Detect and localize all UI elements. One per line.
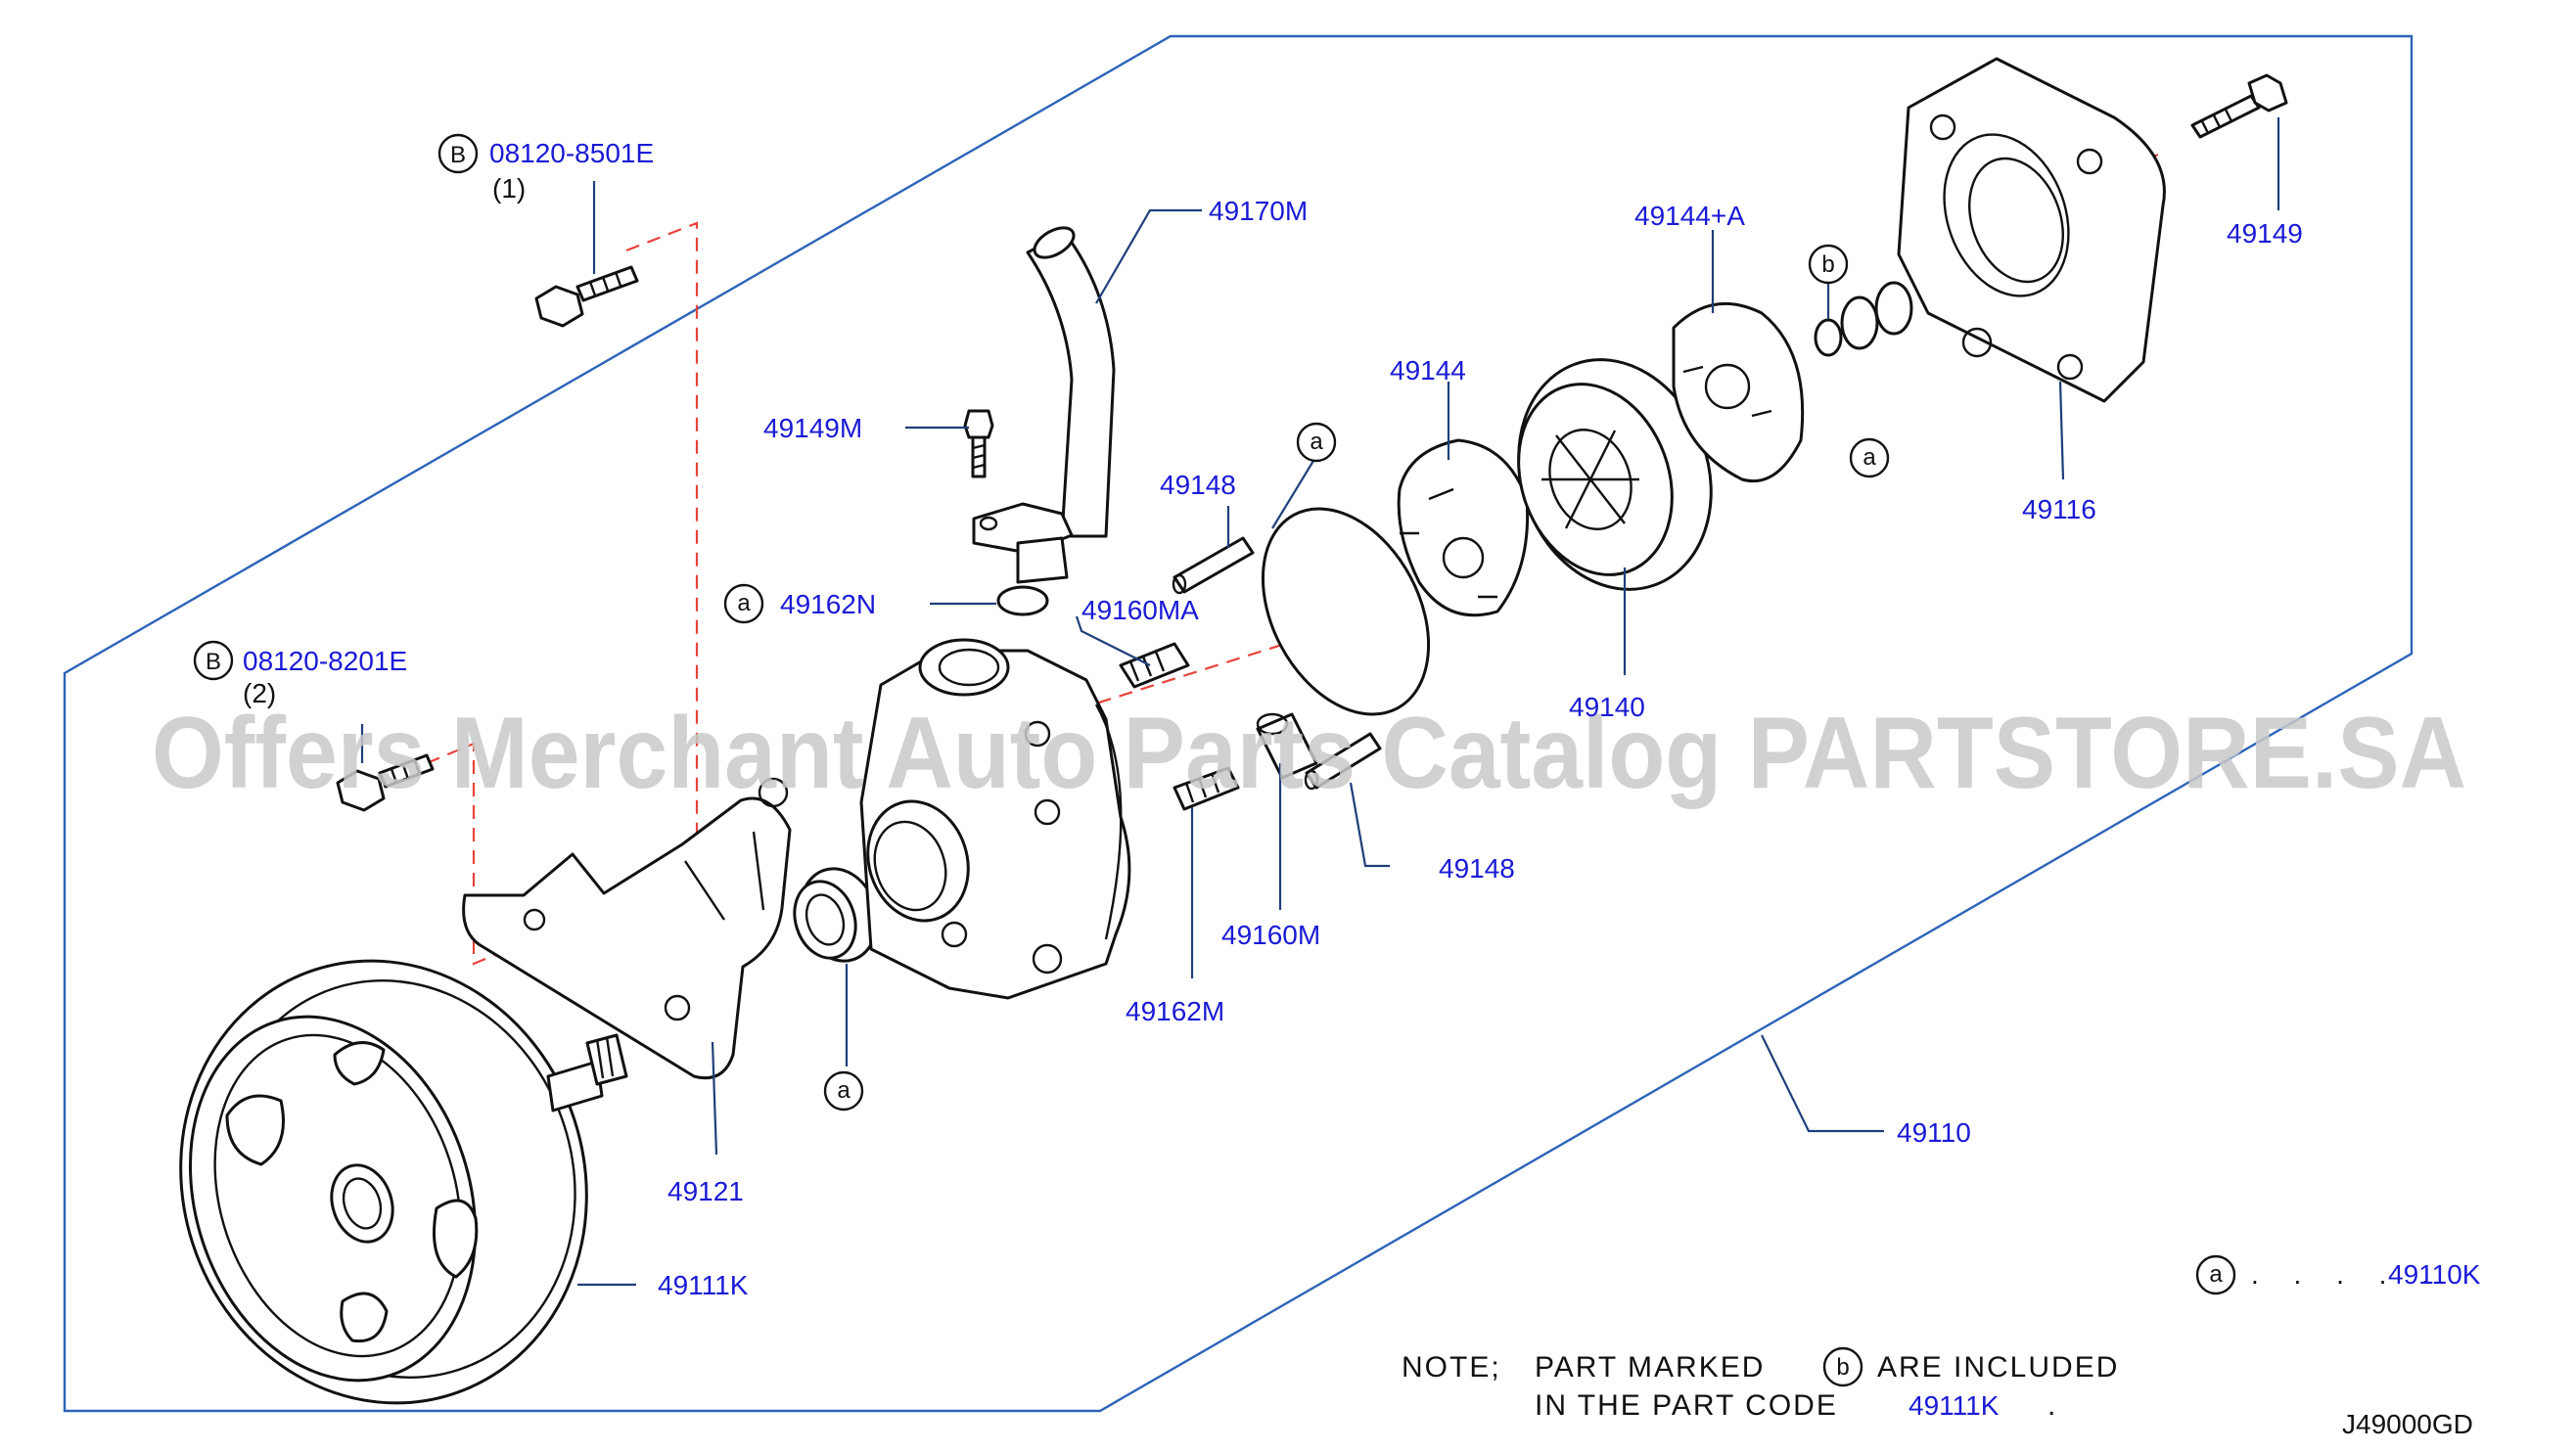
- part-number-49111K[interactable]: 49111K: [658, 1270, 749, 1300]
- watermark: Offers Merchant Auto Parts Catalog PARTS…: [152, 697, 2466, 810]
- legend-mark-a: a: [2209, 1261, 2223, 1288]
- mark-a-letter-4: a: [837, 1077, 851, 1104]
- leader-lines: [360, 117, 2280, 1287]
- part-number-49116[interactable]: 49116: [2022, 494, 2096, 524]
- o-ring-a-large[interactable]: [1229, 480, 1462, 743]
- spring-49160MA[interactable]: [1119, 642, 1190, 689]
- part-number-49148-top[interactable]: 49148: [1160, 470, 1236, 500]
- pulley-49111K[interactable]: [124, 908, 644, 1452]
- bolt-49149M[interactable]: [963, 409, 994, 478]
- bolt-label-group-1: B 08120-8501E (1): [437, 133, 654, 204]
- part-number-49140[interactable]: 49140: [1569, 692, 1645, 722]
- note-line2: IN THE PART CODE: [1535, 1389, 1838, 1422]
- mark-a-letter-3: a: [1863, 444, 1876, 471]
- mark-a-letter-2: a: [1310, 429, 1323, 455]
- mark-a-49162N: [723, 583, 764, 624]
- note-code-49111K[interactable]: 49111K: [1909, 1390, 2000, 1421]
- part-number-08120-8501E[interactable]: 08120-8501E: [489, 138, 654, 168]
- part-number-08120-8201E[interactable]: 08120-8201E: [243, 646, 407, 676]
- note-period: .: [2047, 1389, 2057, 1422]
- part-number-49162M[interactable]: 49162M: [1126, 996, 1224, 1026]
- part-number-49110[interactable]: 49110: [1897, 1117, 1971, 1148]
- bolt-qty-2: (2): [243, 678, 276, 708]
- part-number-49149M[interactable]: 49149M: [763, 413, 862, 443]
- legend: a . . . . . 49110K: [2195, 1254, 2481, 1295]
- rear-housing-49116[interactable]: [1897, 57, 2166, 403]
- legend-code-49110K[interactable]: 49110K: [2388, 1259, 2481, 1290]
- o-rings-b[interactable]: [1814, 281, 1913, 357]
- part-number-49144[interactable]: 49144: [1390, 355, 1466, 386]
- part-number-49149[interactable]: 49149: [2227, 218, 2303, 249]
- bolt-08120-8501E[interactable]: [534, 265, 639, 328]
- part-number-49170M[interactable]: 49170M: [1209, 196, 1308, 226]
- side-plate-49144[interactable]: [1397, 438, 1530, 617]
- pin-49148-bottom[interactable]: [1304, 732, 1382, 791]
- diagram-code: J49000GD: [2342, 1409, 2473, 1439]
- note: NOTE; PART MARKED b ARE INCLUDED IN THE …: [1402, 1346, 2119, 1422]
- mark-a-letter-1: a: [737, 590, 751, 616]
- part-number-49160MA[interactable]: 49160MA: [1081, 595, 1199, 625]
- oil-seal-ring[interactable]: [785, 859, 889, 972]
- mark-a-seal: [823, 1070, 864, 1112]
- spring-49160M[interactable]: [1173, 766, 1240, 811]
- pump-axis-line: [968, 624, 1342, 746]
- assembly-frame: [63, 34, 2414, 1413]
- bolt-label-group-2: B 08120-8201E (2): [193, 640, 407, 708]
- mark-B-1: B: [450, 142, 466, 168]
- mark-a-oring: [1296, 422, 1337, 463]
- note-line1-part-marked: PART MARKED: [1535, 1351, 1765, 1384]
- bolt-qty-1: (1): [492, 173, 526, 204]
- legend-dots: . . . . .: [2251, 1259, 2443, 1290]
- side-plate-49144A[interactable]: [1672, 301, 1805, 483]
- note-mark-b: b: [1836, 1354, 1849, 1381]
- bracket-49121[interactable]: [462, 777, 792, 1080]
- bolt-49149[interactable]: [2190, 73, 2288, 139]
- bolt-alignment-line-upper: [625, 221, 699, 837]
- part-number-49144A[interactable]: 49144+A: [1634, 201, 1745, 231]
- suction-pipe-49170M[interactable]: [972, 222, 1116, 584]
- part-number-49160M[interactable]: 49160M: [1221, 920, 1320, 950]
- part-number-49148-bottom[interactable]: 49148: [1439, 853, 1515, 884]
- valve-49160M[interactable]: [1256, 712, 1318, 780]
- note-label: NOTE;: [1402, 1351, 1501, 1384]
- part-number-49121[interactable]: 49121: [667, 1176, 744, 1206]
- mark-b-letter-1: b: [1821, 251, 1834, 278]
- pump-body[interactable]: [852, 638, 1131, 1000]
- part-number-49162N[interactable]: 49162N: [780, 589, 876, 619]
- pin-49148-top[interactable]: [1172, 536, 1255, 595]
- o-ring-49162N[interactable]: [996, 585, 1049, 616]
- bolt-08120-8201E[interactable]: [336, 753, 435, 812]
- mark-B-2: B: [206, 649, 221, 675]
- mark-a-orings: [1849, 437, 1890, 478]
- note-line1-included: ARE INCLUDED: [1877, 1351, 2119, 1384]
- mark-b-orings: [1808, 244, 1849, 285]
- cam-ring-49140[interactable]: [1488, 333, 1743, 617]
